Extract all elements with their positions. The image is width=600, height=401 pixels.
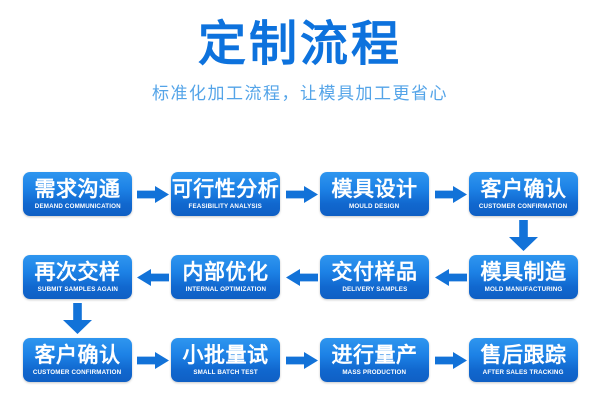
flow-node-internal-optimization[interactable]: 内部优化 INTERNAL OPTIMIZATION: [171, 255, 280, 299]
arrow-down-n4-n8: [509, 220, 538, 251]
header: 定制流程 标准化加工流程，让模具加工更省心: [0, 0, 600, 140]
arrow-right-n11-n12: [435, 352, 467, 369]
flow-node-after-sales-tracking[interactable]: 售后跟踪 AFTER SALES TRACKING: [469, 338, 578, 382]
flow-node-subtitle: MASS PRODUCTION: [342, 368, 407, 376]
arrow-left-n6-n5: [137, 269, 169, 286]
page-subtitle: 标准化加工流程，让模具加工更省心: [152, 84, 448, 104]
flow-node-customer-confirmation-1[interactable]: 客户确认 CUSTOMER CONFIRMATION: [469, 172, 578, 216]
flow-node-title: 再次交样: [34, 259, 121, 284]
flow-node-subtitle: CUSTOMER CONFIRMATION: [33, 368, 122, 376]
flow-node-mold-manufacturing[interactable]: 模具制造 MOLD MANUFACTURING: [469, 255, 578, 299]
arrow-right-n1-n2: [137, 186, 169, 203]
process-flow-diagram: 需求沟通 DEMAND COMMUNICATION 可行性分析 FEASIBIL…: [0, 150, 600, 401]
flow-node-subtitle: SUBMIT SAMPLES AGAIN: [37, 285, 118, 293]
flow-node-title: 客户确认: [480, 176, 567, 201]
flow-node-title: 交付样品: [331, 259, 418, 284]
arrow-right-n9-n10: [137, 352, 169, 369]
flow-node-subtitle: DEMAND COMMUNICATION: [34, 202, 121, 210]
flow-node-delivery-samples[interactable]: 交付样品 DELIVERY SAMPLES: [320, 255, 429, 299]
flow-node-mould-design[interactable]: 模具设计 MOULD DESIGN: [320, 172, 429, 216]
flow-node-submit-samples-again[interactable]: 再次交样 SUBMIT SAMPLES AGAIN: [23, 255, 132, 299]
flow-node-title: 内部优化: [182, 259, 269, 284]
flow-node-subtitle: SMALL BATCH TEST: [193, 368, 258, 376]
flow-node-small-batch-test[interactable]: 小批量试 SMALL BATCH TEST: [171, 338, 280, 382]
flow-node-title: 可行性分析: [171, 176, 280, 201]
flow-node-subtitle: MOULD DESIGN: [349, 202, 400, 210]
arrow-left-n7-n6: [286, 269, 318, 286]
arrow-down-n5-n9: [63, 303, 92, 334]
flow-node-subtitle: INTERNAL OPTIMIZATION: [185, 285, 266, 293]
flow-node-customer-confirmation-2[interactable]: 客户确认 CUSTOMER CONFIRMATION: [23, 338, 132, 382]
arrow-right-n3-n4: [435, 186, 467, 203]
arrow-right-n10-n11: [286, 352, 318, 369]
flow-node-title: 模具制造: [480, 259, 567, 284]
flow-node-demand-communication[interactable]: 需求沟通 DEMAND COMMUNICATION: [23, 172, 132, 216]
flow-node-subtitle: AFTER SALES TRACKING: [483, 368, 564, 376]
arrow-right-n2-n3: [286, 186, 318, 203]
arrow-left-n8-n7: [435, 269, 467, 286]
flow-node-subtitle: FEASIBILITY ANALYSIS: [188, 202, 263, 210]
flow-node-title: 客户确认: [34, 342, 121, 367]
flow-node-feasibility-analysis[interactable]: 可行性分析 FEASIBILITY ANALYSIS: [171, 172, 280, 216]
flow-node-title: 模具设计: [331, 176, 418, 201]
flow-node-subtitle: CUSTOMER CONFIRMATION: [479, 202, 568, 210]
flow-node-mass-production[interactable]: 进行量产 MASS PRODUCTION: [320, 338, 429, 382]
flow-node-title: 小批量试: [182, 342, 269, 367]
flow-node-title: 售后跟踪: [480, 342, 567, 367]
page-title: 定制流程: [197, 16, 402, 72]
flow-node-title: 进行量产: [331, 342, 418, 367]
flow-node-subtitle: MOLD MANUFACTURING: [484, 285, 563, 293]
flow-node-title: 需求沟通: [34, 176, 121, 201]
flow-node-subtitle: DELIVERY SAMPLES: [341, 285, 408, 293]
